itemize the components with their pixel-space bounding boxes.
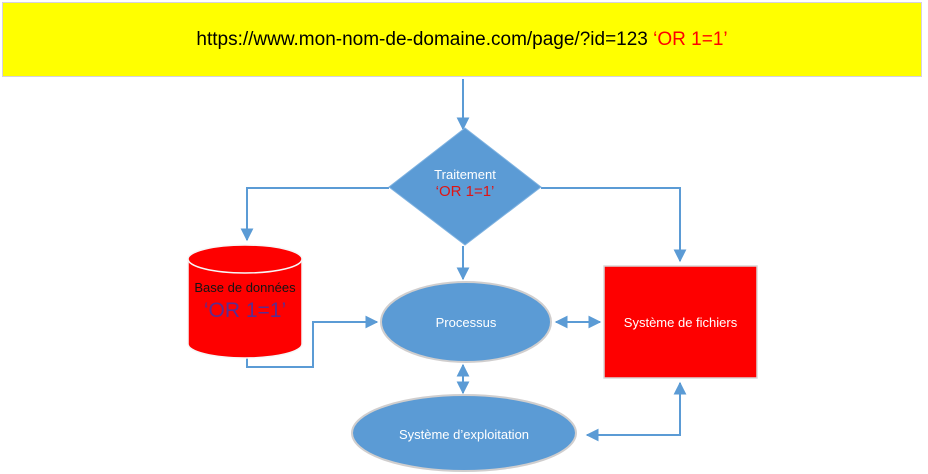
filesystem-rect: [603, 265, 758, 379]
url-banner: https://www.mon-nom-de-domaine.com/page/…: [2, 2, 922, 77]
arrow-traitement-to-filesystem: [541, 187, 687, 263]
arrow-filesystem-os: [585, 381, 687, 442]
database-label: Base de données: [194, 280, 296, 295]
process-ellipse: [380, 281, 552, 363]
arrow-database-to-process: [246, 315, 379, 368]
url-injection-text: ‘OR 1=1’: [653, 28, 728, 50]
url-text: https://www.mon-nom-de-domaine.com/page/…: [196, 28, 654, 50]
database-cylinder-top: [187, 244, 303, 274]
arrow-traitement-to-database: [240, 187, 389, 242]
os-ellipse: [351, 394, 577, 472]
traitement-diamond: [388, 127, 542, 246]
database-injection-text: ‘OR 1=1’: [203, 299, 287, 322]
database-cylinder-body: [187, 259, 303, 359]
